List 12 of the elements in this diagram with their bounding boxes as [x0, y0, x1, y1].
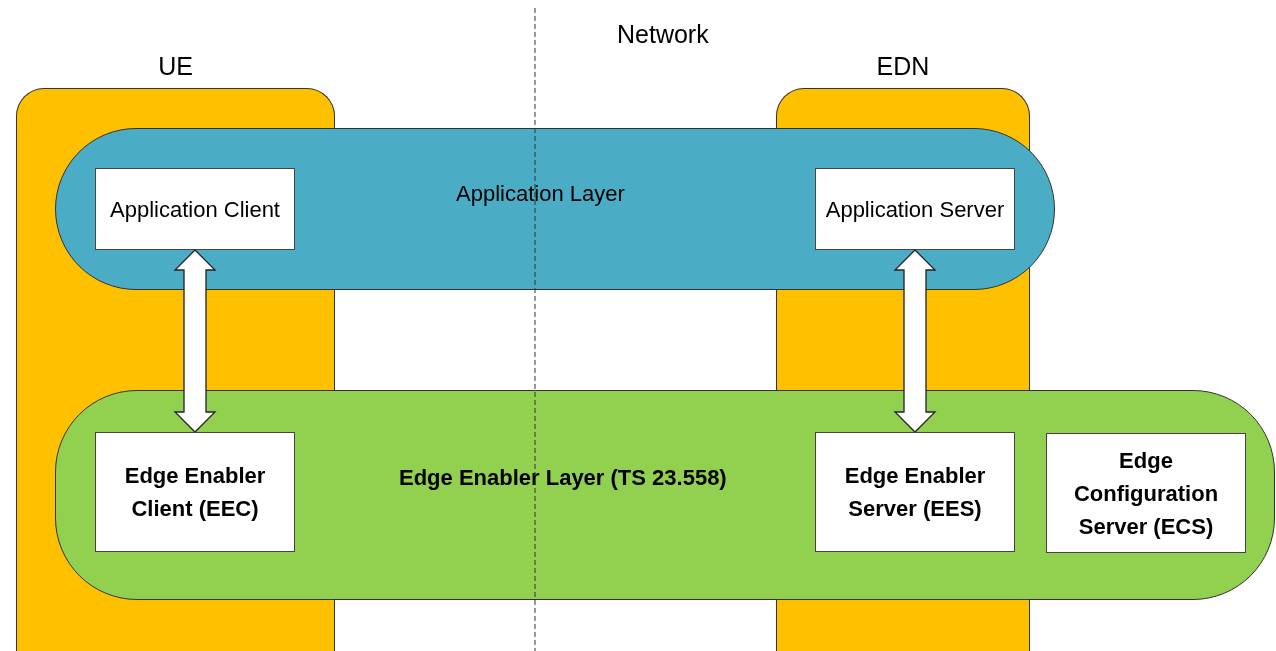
- double-arrow: [893, 249, 937, 433]
- application-server-box: Application Server: [815, 168, 1015, 250]
- layer-label: Edge Enabler Layer (TS 23.558): [399, 465, 727, 491]
- edge-enabler-client-box: Edge Enabler Client (EEC): [95, 432, 295, 552]
- double-arrow: [173, 249, 217, 433]
- edge-enabler-server-box: Edge Enabler Server (EES): [815, 432, 1015, 552]
- panel-heading: EDN: [875, 52, 931, 81]
- layer-label: Application Layer: [456, 181, 625, 207]
- application-client-box: Application Client: [95, 168, 295, 250]
- region-label: Network: [617, 20, 709, 49]
- edge-configuration-server-box: Edge Configuration Server (ECS): [1046, 433, 1246, 553]
- panel-heading: UE: [157, 52, 194, 81]
